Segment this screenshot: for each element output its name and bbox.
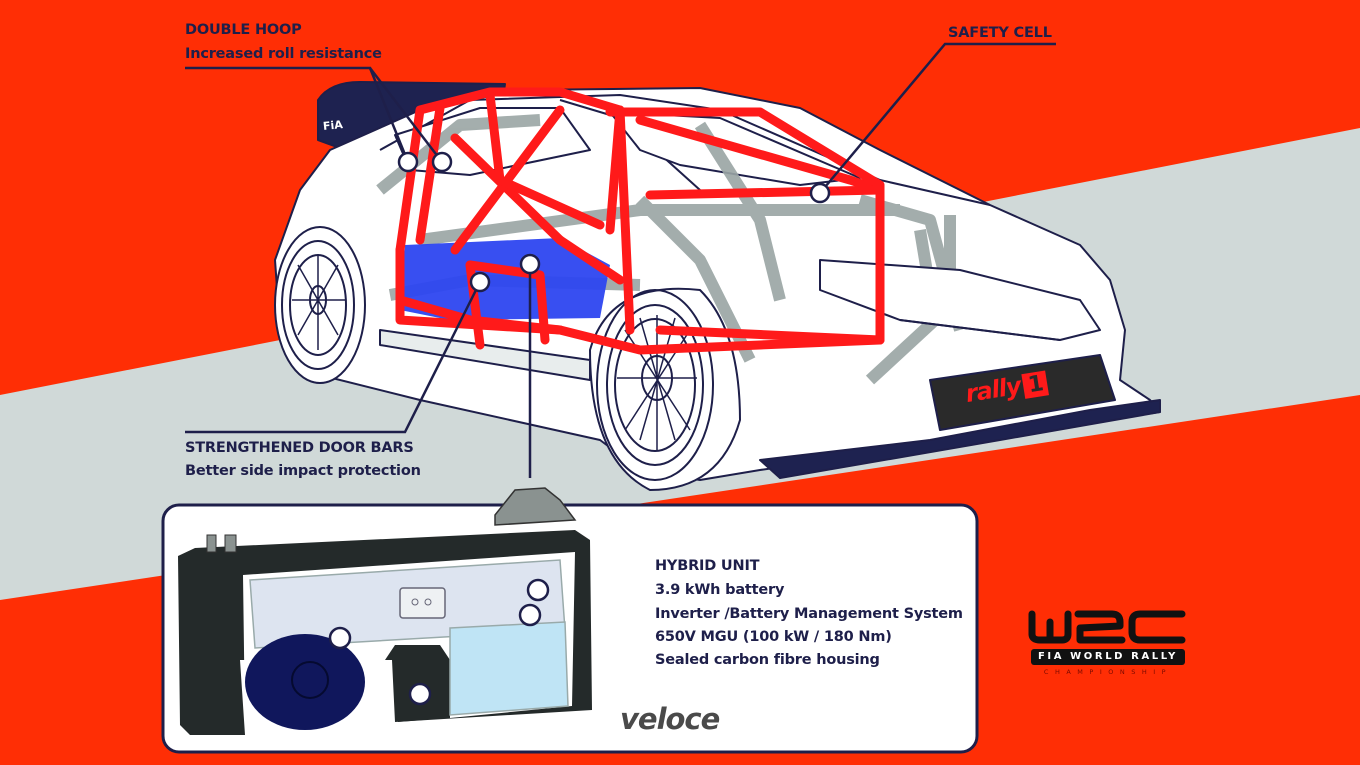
marker-double-hoop-2: [431, 151, 453, 173]
marker-door-bar-1: [469, 271, 491, 293]
hybrid-item-inverter: Inverter /Battery Management System: [655, 606, 963, 622]
door-bars-subtitle: Better side impact protection: [185, 463, 421, 479]
connector-block: [399, 587, 446, 619]
hybrid-item-housing: Sealed carbon fibre housing: [655, 652, 880, 668]
double-hoop-title: DOUBLE HOOP: [185, 22, 302, 38]
hybrid-unit-panel: [161, 487, 979, 754]
front-wheel: [589, 287, 741, 491]
marker-door-bar-2: [519, 253, 541, 275]
wrc-logo-line2: CHAMPIONSHIP: [1043, 668, 1173, 676]
mgu: [245, 634, 365, 730]
wrc-logo-line1: FIA WORLD RALLY: [1031, 649, 1185, 665]
front-splitter: [759, 399, 1161, 479]
hybrid-item-battery: 3.9 kWh battery: [655, 582, 785, 598]
roll-cage: [395, 87, 885, 355]
wrc-logo-word: [1028, 610, 1186, 644]
double-hoop-subtitle: Increased roll resistance: [185, 46, 382, 62]
marker-double-hoop-1: [397, 151, 419, 173]
door-bars-title: STRENGTHENED DOOR BARS: [185, 440, 414, 456]
safety-cell-title: SAFETY CELL: [948, 25, 1052, 41]
hybrid-unit-title: HYBRID UNIT: [655, 558, 760, 574]
wrc-logo: FIA WORLD RALLY CHAMPIONSHIP: [1027, 605, 1187, 679]
door-panel: [400, 238, 610, 320]
inverter-module: [449, 621, 569, 716]
fia-badge: FiA: [322, 118, 344, 133]
veloce-watermark: veloce: [620, 702, 720, 736]
hybrid-item-mgu: 650V MGU (100 kW / 180 Nm): [655, 629, 892, 645]
marker-safety-cell: [809, 182, 831, 204]
rear-wheel: [274, 226, 366, 384]
rally1-number: 1: [1021, 370, 1050, 399]
front-intake: [929, 354, 1116, 431]
callout-markers: [397, 151, 831, 293]
